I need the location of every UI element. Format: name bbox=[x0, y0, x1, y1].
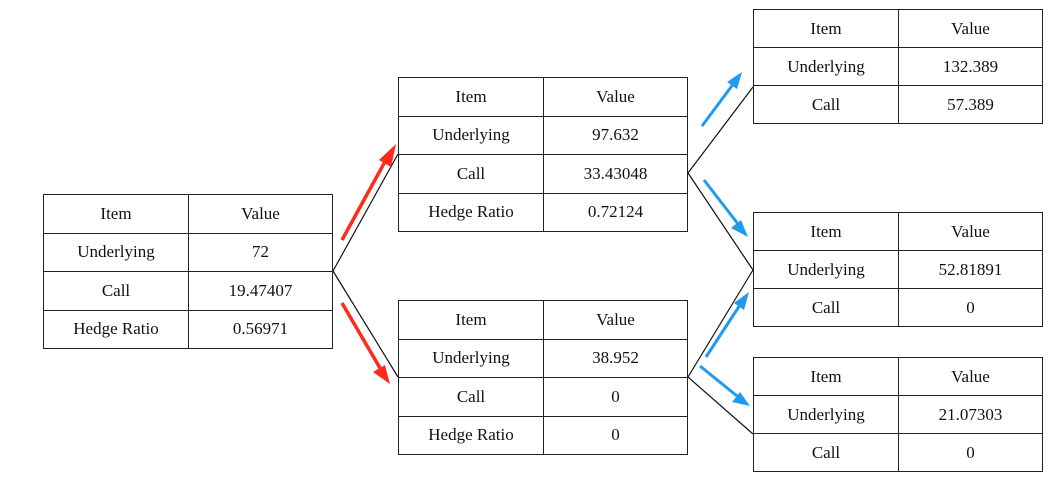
node-row: Call 33.43048 bbox=[398, 154, 688, 194]
row-value: 33.43048 bbox=[543, 154, 688, 194]
edge-arrow-n0-n2 bbox=[340, 302, 390, 384]
header-value: Value bbox=[543, 77, 688, 117]
node-up-up: Item Value Underlying 132.389 Call 57.38… bbox=[753, 9, 1043, 124]
edge-line-n2-n5 bbox=[687, 376, 754, 435]
node-root: Item Value Underlying 72 Call 19.47407 H… bbox=[43, 194, 333, 349]
node-up: Item Value Underlying 97.632 Call 33.430… bbox=[398, 77, 688, 232]
node-row: Call 0 bbox=[753, 288, 1043, 327]
row-label: Call bbox=[398, 154, 544, 194]
header-item: Item bbox=[398, 77, 544, 117]
row-value: 97.632 bbox=[543, 115, 688, 155]
node-down-down: Item Value Underlying 21.07303 Call 0 bbox=[753, 357, 1043, 472]
row-label: Call bbox=[753, 433, 899, 472]
header-item: Item bbox=[753, 357, 899, 396]
node-row: Hedge Ratio 0.72124 bbox=[398, 192, 688, 232]
row-label: Call bbox=[43, 271, 189, 311]
row-value: 21.07303 bbox=[898, 395, 1043, 434]
header-value: Value bbox=[898, 212, 1043, 251]
header-item: Item bbox=[753, 212, 899, 251]
row-label: Hedge Ratio bbox=[398, 415, 544, 455]
edge-line-n2-n4 bbox=[687, 269, 754, 378]
node-up-down: Item Value Underlying 52.81891 Call 0 bbox=[753, 212, 1043, 327]
edge-line-n1-n4 bbox=[687, 172, 754, 271]
edge-line-n0-n1 bbox=[332, 153, 399, 272]
node-down: Item Value Underlying 38.952 Call 0 Hedg… bbox=[398, 300, 688, 455]
edge-arrow-n2-n5 bbox=[699, 364, 750, 406]
header-value: Value bbox=[188, 194, 333, 234]
node-row: Call 19.47407 bbox=[43, 271, 333, 311]
node-row: Underlying 72 bbox=[43, 232, 333, 272]
row-value: 38.952 bbox=[543, 338, 688, 378]
edge-arrow-n1-n4 bbox=[702, 179, 748, 237]
node-row: Call 0 bbox=[753, 433, 1043, 472]
node-row: Call 0 bbox=[398, 377, 688, 417]
row-label: Underlying bbox=[43, 232, 189, 272]
header-item: Item bbox=[753, 9, 899, 48]
row-value: 0 bbox=[543, 415, 688, 455]
edge-arrow-n0-n1 bbox=[340, 144, 396, 241]
row-label: Underlying bbox=[398, 115, 544, 155]
header-item: Item bbox=[43, 194, 189, 234]
row-value: 0 bbox=[898, 288, 1043, 327]
row-label: Underlying bbox=[753, 395, 899, 434]
row-value: 0.72124 bbox=[543, 192, 688, 232]
header-value: Value bbox=[898, 9, 1043, 48]
row-label: Underlying bbox=[753, 47, 899, 86]
node-row: Underlying 52.81891 bbox=[753, 250, 1043, 289]
row-value: 72 bbox=[188, 232, 333, 272]
node-header-row: Item Value bbox=[43, 194, 333, 234]
node-header-row: Item Value bbox=[398, 77, 688, 117]
row-value: 19.47407 bbox=[188, 271, 333, 311]
row-value: 52.81891 bbox=[898, 250, 1043, 289]
node-header-row: Item Value bbox=[753, 212, 1043, 251]
row-label: Underlying bbox=[398, 338, 544, 378]
row-label: Call bbox=[753, 288, 899, 327]
node-row: Hedge Ratio 0.56971 bbox=[43, 309, 333, 349]
row-value: 0.56971 bbox=[188, 309, 333, 349]
row-label: Underlying bbox=[753, 250, 899, 289]
edge-line-n0-n2 bbox=[332, 270, 399, 378]
row-label: Call bbox=[398, 377, 544, 417]
node-header-row: Item Value bbox=[753, 9, 1043, 48]
node-row: Underlying 38.952 bbox=[398, 338, 688, 378]
edge-arrow-n1-n3 bbox=[700, 72, 742, 127]
row-value: 57.389 bbox=[898, 85, 1043, 124]
row-label: Hedge Ratio bbox=[398, 192, 544, 232]
header-value: Value bbox=[543, 300, 688, 340]
row-label: Hedge Ratio bbox=[43, 309, 189, 349]
node-row: Call 57.389 bbox=[753, 85, 1043, 124]
row-label: Call bbox=[753, 85, 899, 124]
row-value: 0 bbox=[543, 377, 688, 417]
header-value: Value bbox=[898, 357, 1043, 396]
node-row: Hedge Ratio 0 bbox=[398, 415, 688, 455]
node-header-row: Item Value bbox=[398, 300, 688, 340]
header-item: Item bbox=[398, 300, 544, 340]
node-header-row: Item Value bbox=[753, 357, 1043, 396]
row-value: 132.389 bbox=[898, 47, 1043, 86]
node-row: Underlying 97.632 bbox=[398, 115, 688, 155]
edge-line-n1-n3 bbox=[687, 86, 754, 174]
node-row: Underlying 21.07303 bbox=[753, 395, 1043, 434]
edge-arrow-n2-n4 bbox=[704, 292, 749, 358]
row-value: 0 bbox=[898, 433, 1043, 472]
node-row: Underlying 132.389 bbox=[753, 47, 1043, 86]
